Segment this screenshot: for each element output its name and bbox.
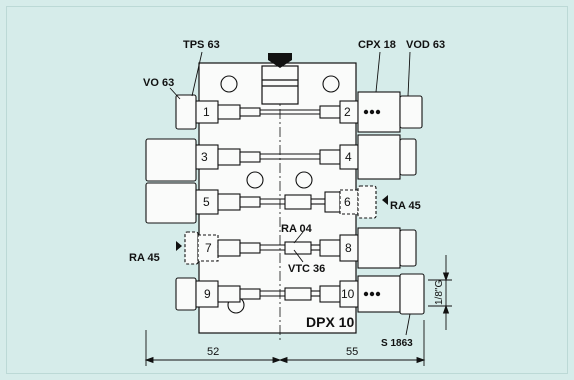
dimension-lines bbox=[144, 51, 452, 366]
row-7-8 bbox=[184, 227, 417, 269]
dimension-labels: 52 55 1/8"G bbox=[207, 280, 445, 358]
ra45-left-arrow-icon bbox=[176, 241, 182, 251]
dim-thread: 1/8"G bbox=[434, 280, 445, 305]
row-3-4 bbox=[145, 134, 417, 182]
mounting-holes bbox=[220, 75, 340, 314]
port-8: 8 bbox=[345, 241, 352, 255]
component-labels: TPS 63 CPX 18 VOD 63 VO 63 RA 45 RA 45 R… bbox=[129, 39, 445, 349]
port-numbers: 1 2 3 4 5 6 7 8 9 10 bbox=[201, 105, 355, 301]
dim-left: 52 bbox=[207, 346, 219, 358]
ra45-right-arrow-icon bbox=[382, 195, 388, 205]
inlet-arrow-icon bbox=[268, 53, 292, 68]
label-ra45-left: RA 45 bbox=[129, 252, 160, 264]
port-5: 5 bbox=[203, 195, 210, 209]
port-10: 10 bbox=[341, 287, 355, 301]
label-cpx: CPX 18 bbox=[358, 39, 396, 51]
label-vtc: VTC 36 bbox=[288, 263, 325, 275]
port-9: 9 bbox=[204, 287, 211, 301]
inlet-block bbox=[261, 65, 299, 105]
label-tps: TPS 63 bbox=[183, 39, 220, 51]
label-model: DPX 10 bbox=[306, 314, 354, 330]
label-ra45-right: RA 45 bbox=[390, 200, 421, 212]
label-vod: VOD 63 bbox=[406, 39, 445, 51]
port-2: 2 bbox=[344, 105, 351, 119]
row-5-6 bbox=[145, 182, 377, 224]
port-3: 3 bbox=[201, 150, 208, 164]
check-valve-marks bbox=[363, 109, 381, 297]
port-6: 6 bbox=[344, 195, 351, 209]
port-7: 7 bbox=[205, 241, 212, 255]
dim-right: 55 bbox=[346, 346, 358, 358]
label-vo: VO 63 bbox=[143, 77, 174, 89]
row-1-2 bbox=[175, 91, 423, 133]
port-4: 4 bbox=[345, 150, 352, 164]
frame bbox=[6, 6, 568, 374]
label-s1863: S 1863 bbox=[381, 338, 413, 349]
port-1: 1 bbox=[203, 105, 210, 119]
label-ra04: RA 04 bbox=[281, 223, 313, 235]
